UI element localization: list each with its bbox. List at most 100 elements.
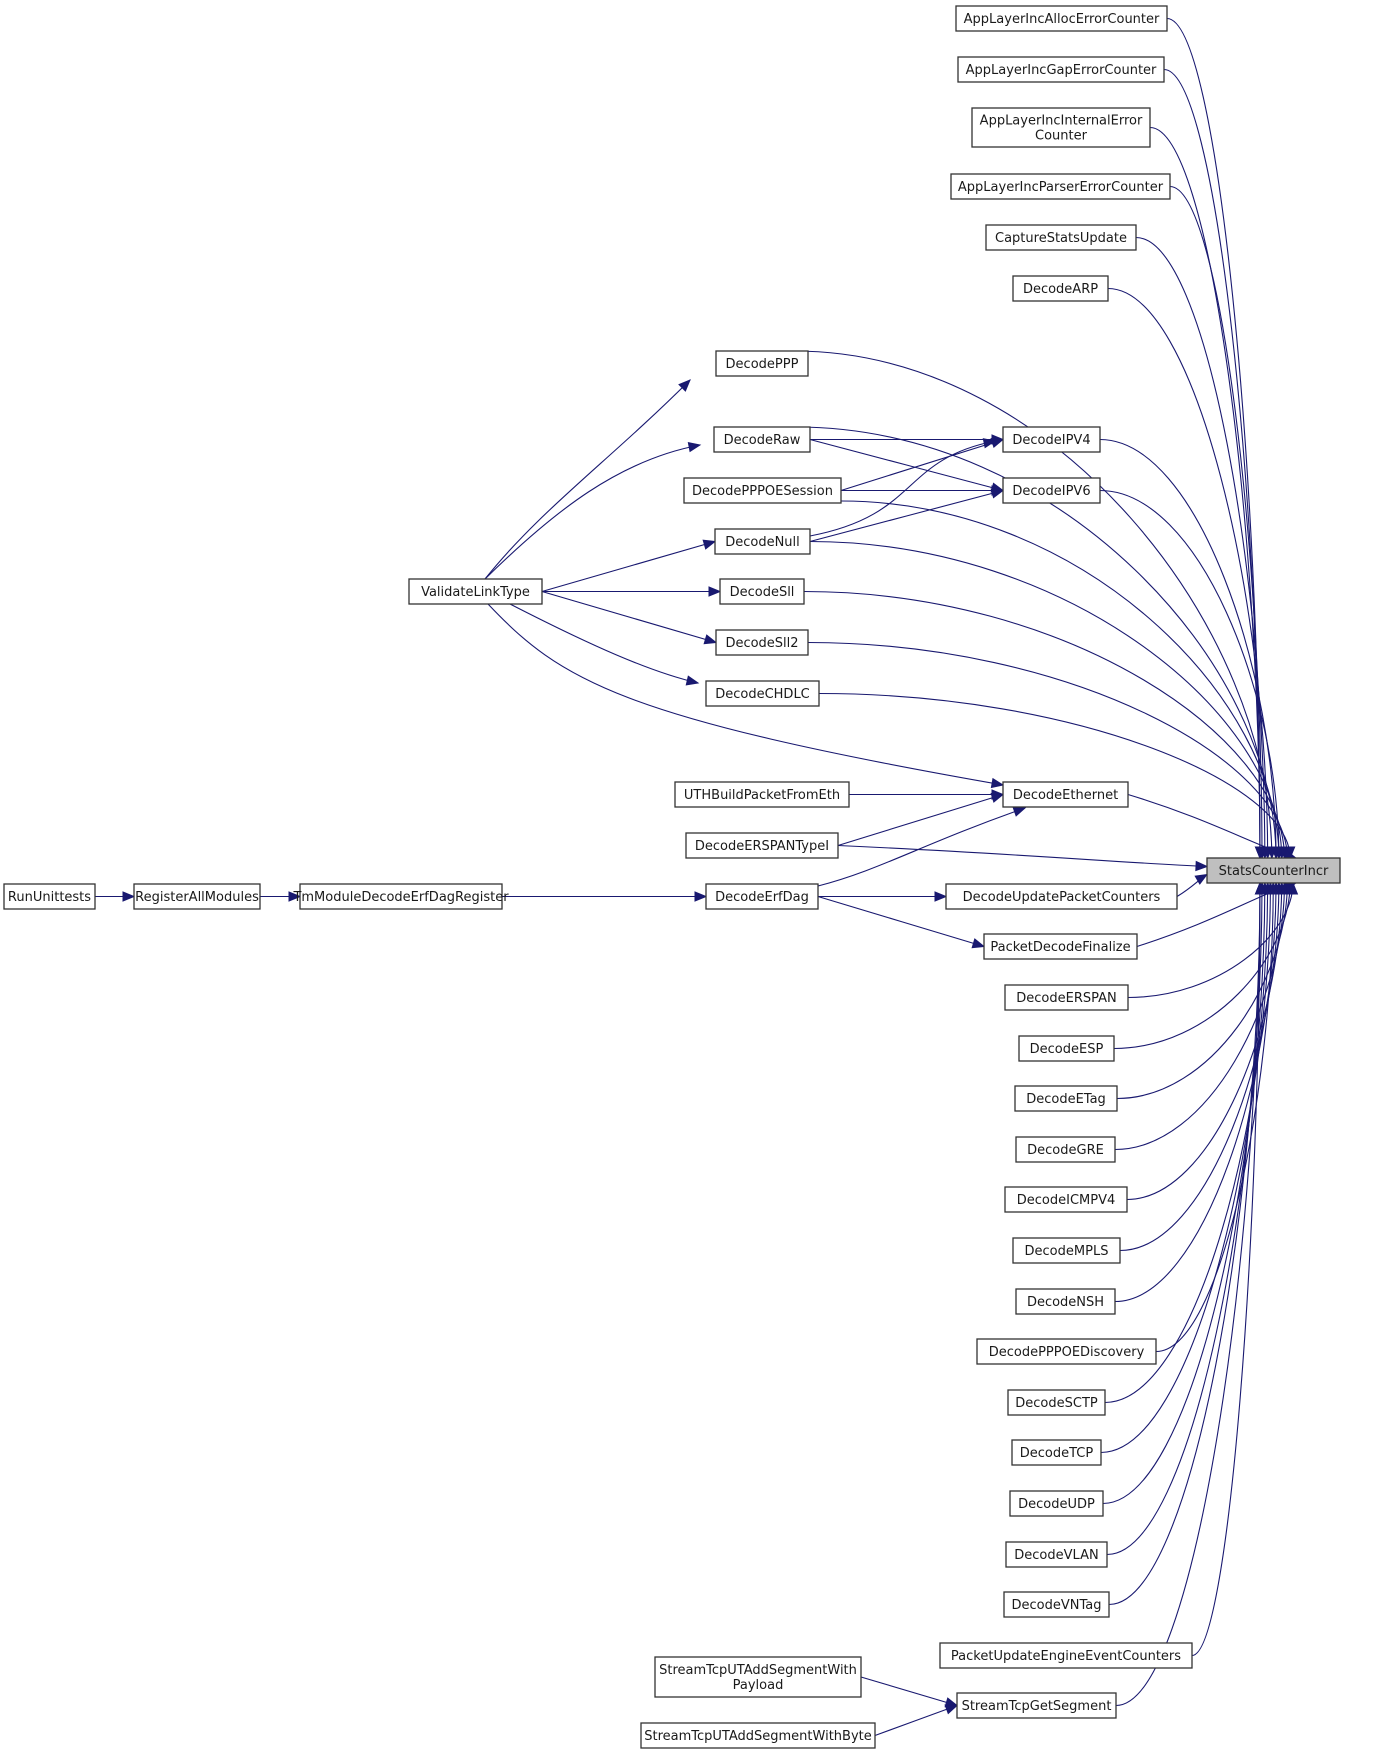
node-label: StreamTcpUTAddSegmentWith [659,1663,857,1678]
arrowhead-icon [990,792,1005,803]
node-run-unittests[interactable]: RunUnittests [3,883,96,910]
edge-validate-link-type-to-decode-ppp [484,379,691,580]
node-label: DecodeErfDag [715,890,809,905]
edge-app-layer-inc-gap-error-counter-to-stats-counter-incr [1163,68,1266,860]
edge-validate-link-type-to-decode-sll [542,586,722,597]
node-label: DecodeARP [1023,282,1098,297]
node-decode-chdlc[interactable]: DecodeCHDLC [705,680,820,707]
node-label: PacketUpdateEngineEventCounters [951,1649,1181,1664]
edge-line [1104,882,1271,1404]
node-decode-ethernet[interactable]: DecodeEthernet [1002,781,1129,808]
node-box [985,224,1137,251]
edge-tm-module-decode-erf-dag-register-to-decode-erf-dag [501,891,708,902]
node-box [956,1692,1117,1719]
nodes-layer: StatsCounterIncrAppLayerIncAllocErrorCou… [3,5,1341,1749]
edge-line [840,500,1280,859]
node-box [715,350,809,377]
node-label: AppLayerIncInternalError [980,114,1143,129]
node-validate-link-type[interactable]: ValidateLinkType [408,578,543,605]
node-decode-ppp[interactable]: DecodePPP [715,350,809,377]
node-decode-raw[interactable]: DecodeRaw [713,426,811,453]
node-decode-sll[interactable]: DecodeSll [719,578,805,605]
node-box [683,477,842,504]
node-decode-esp[interactable]: DecodeESP [1018,1035,1115,1062]
node-label: DecodeNull [725,535,800,550]
node-box [955,5,1168,32]
node-capture-stats-update[interactable]: CaptureStatsUpdate [985,224,1137,251]
node-label: DecodeUpdatePacketCounters [963,890,1161,905]
node-label: AppLayerIncParserErrorCounter [958,180,1164,195]
node-box [1011,1439,1102,1466]
edge-validate-link-type-to-decode-ethernet [487,603,1005,789]
edge-decode-sll-to-stats-counter-incr [803,590,1290,860]
node-decode-erspan-type-i[interactable]: DecodeERSPANTypeI [685,832,839,859]
node-app-layer-inc-gap-error-counter[interactable]: AppLayerIncGapErrorCounter [957,56,1165,83]
node-decode-sll2[interactable]: DecodeSll2 [715,629,809,656]
edge-line [795,426,1277,859]
edge-decode-icmpv4-to-stats-counter-incr [1126,881,1287,1201]
node-register-all-modules[interactable]: RegisterAllModules [133,883,261,910]
node-label: DecodeEthernet [1013,788,1118,803]
node-box [299,883,503,910]
edge-line [809,489,1004,543]
node-decode-mpls[interactable]: DecodeMPLS [1012,1237,1121,1264]
node-decode-udp[interactable]: DecodeUDP [1009,1490,1104,1517]
node-decode-tcp[interactable]: DecodeTCP [1011,1439,1102,1466]
node-decode-ipv4[interactable]: DecodeIPV4 [1002,426,1101,453]
arrowhead-icon [694,891,708,902]
node-decode-gre[interactable]: DecodeGRE [1015,1136,1116,1163]
node-stream-tcp-get-segment[interactable]: StreamTcpGetSegment [956,1692,1117,1719]
edge-line [837,844,1208,868]
arrowhead-icon [990,777,1005,789]
node-box [950,173,1171,200]
node-label: DecodeVLAN [1014,1548,1098,1563]
node-label: RunUnittests [8,890,91,905]
node-decode-erf-dag[interactable]: DecodeErfDag [705,883,819,910]
node-app-layer-inc-alloc-error-counter[interactable]: AppLayerIncAllocErrorCounter [955,5,1168,32]
node-label: DecodeSll2 [725,636,798,651]
node-label: DecodeIPV6 [1012,484,1090,499]
node-box [1002,477,1101,504]
edge-line [1113,882,1291,1050]
node-tm-module-decode-erf-dag-register[interactable]: TmModuleDecodeErfDagRegister [292,883,509,910]
node-decode-nsh[interactable]: DecodeNSH [1015,1288,1116,1315]
node-decode-erspan[interactable]: DecodeERSPAN [1004,984,1129,1011]
node-decode-e-tag[interactable]: DecodeETag [1014,1085,1118,1112]
node-packet-update-engine-event-counters[interactable]: PacketUpdateEngineEventCounters [939,1642,1193,1669]
edge-line [874,1704,958,1737]
node-decode-vlan[interactable]: DecodeVLAN [1005,1541,1108,1568]
node-box [3,883,96,910]
node-decode-update-packet-counters[interactable]: DecodeUpdatePacketCounters [945,883,1178,910]
node-app-layer-inc-parser-error-counter[interactable]: AppLayerIncParserErrorCounter [950,173,1171,200]
node-box [945,883,1178,910]
arrowhead-icon [944,1704,959,1715]
node-decode-pppoe-discovery[interactable]: DecodePPPOEDiscovery [976,1338,1157,1365]
edge-line [1169,185,1263,859]
node-packet-decode-finalize[interactable]: PacketDecodeFinalize [983,933,1138,960]
node-box [715,629,809,656]
node-decode-ipv6[interactable]: DecodeIPV6 [1002,477,1101,504]
node-decode-vn-tag[interactable]: DecodeVNTag [1003,1591,1110,1618]
node-box [713,426,811,453]
edge-validate-link-type-to-decode-chdlc [509,603,700,686]
edge-line [1149,126,1261,859]
node-label: DecodeCHDLC [715,687,810,702]
node-decode-arp[interactable]: DecodeARP [1012,275,1109,302]
node-decode-null[interactable]: DecodeNull [714,528,811,555]
node-label: TmModuleDecodeErfDagRegister [292,890,509,905]
node-decode-pppoe-session[interactable]: DecodePPPOESession [683,477,842,504]
node-box [1015,1136,1116,1163]
arrowhead-icon [687,441,702,453]
node-label: DecodeVNTag [1012,1598,1102,1613]
arrowhead-icon [934,891,948,902]
node-stream-tcp-ut-add-segment-with-byte[interactable]: StreamTcpUTAddSegmentWithByte [640,1722,876,1749]
node-box [1003,1591,1110,1618]
node-decode-icmpv4[interactable]: DecodeICMPV4 [1004,1186,1128,1213]
node-decode-sctp[interactable]: DecodeSCTP [1007,1389,1106,1416]
node-label: DecodeTCP [1020,1446,1094,1461]
node-uth-build-packet-from-eth[interactable]: UTHBuildPacketFromEth [674,781,850,808]
node-label: PacketDecodeFinalize [990,940,1130,955]
